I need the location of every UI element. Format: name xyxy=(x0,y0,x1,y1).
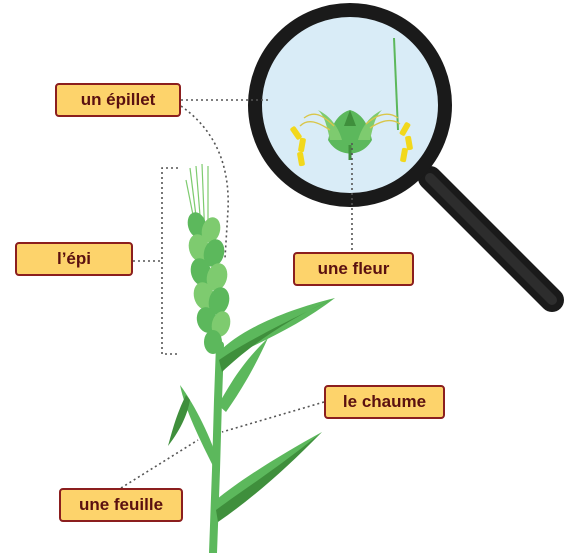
leader-stem xyxy=(222,402,324,432)
leaf-left-back xyxy=(168,395,190,446)
label-ear: l’épi xyxy=(15,242,133,276)
magnifier-lens xyxy=(255,10,445,200)
leaf-lower-right-fold xyxy=(216,432,322,522)
label-stem: le chaume xyxy=(324,385,445,419)
ear xyxy=(185,164,233,354)
leader-leaf xyxy=(121,440,198,488)
label-spikelet: un épillet xyxy=(55,83,181,117)
leader-ear-bracket xyxy=(162,168,178,354)
wheat-plant xyxy=(168,164,335,553)
label-flower: une fleur xyxy=(293,252,414,286)
stem xyxy=(213,345,220,553)
label-leaf: une feuille xyxy=(59,488,183,522)
